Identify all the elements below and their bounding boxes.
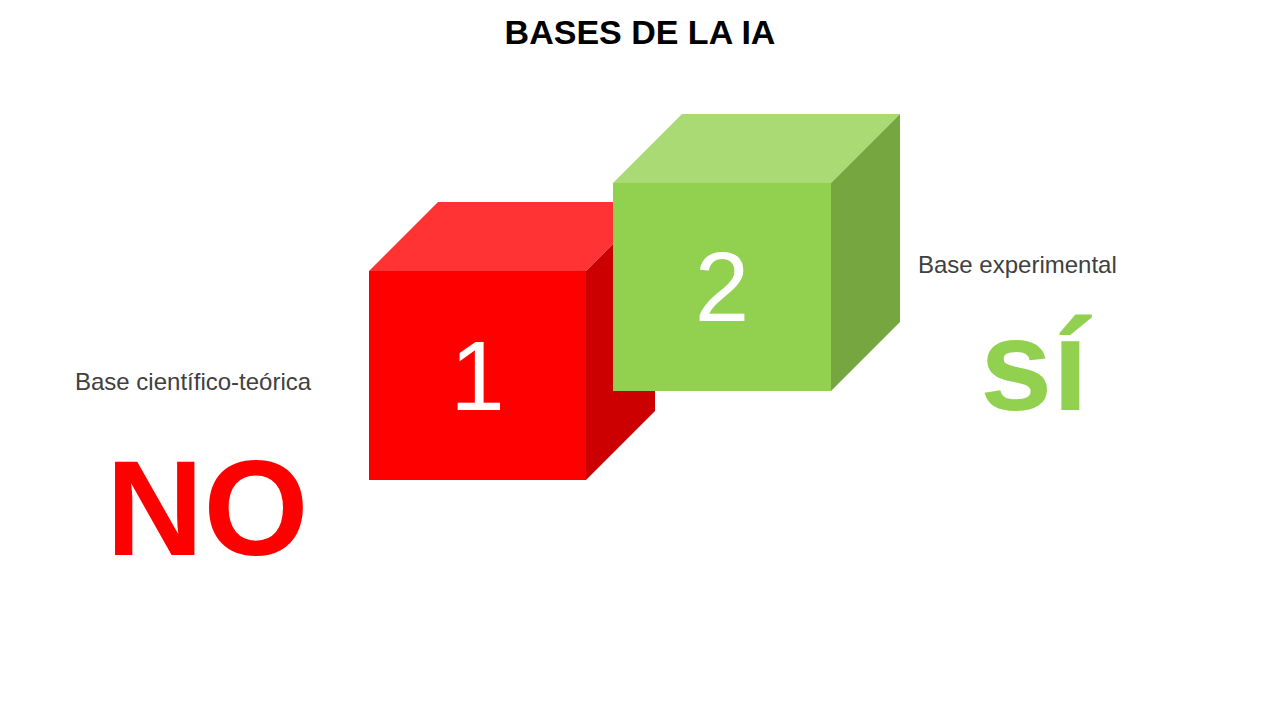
base-label: Base científico-teórica (75, 370, 311, 394)
label-wrap: sí (980, 300, 1088, 430)
cube-face: 2 (613, 183, 831, 391)
title-wrap: BASES DE LA IA (0, 14, 1280, 51)
base-label: Base experimental (918, 253, 1117, 277)
cube-box: 1 (369, 202, 655, 480)
answer-no: NO (106, 441, 309, 576)
cube-number: 1 (450, 327, 505, 425)
cube-front (613, 183, 831, 391)
label-wrap: NO (106, 441, 309, 576)
label-wrap: Base experimental (918, 253, 1117, 277)
label-wrap: Base científico-teórica (75, 370, 311, 394)
slide-title: BASES DE LA IA (505, 14, 776, 51)
cube-shape (369, 202, 655, 480)
answer-yes: sí (980, 300, 1088, 430)
cube-face: 1 (369, 271, 586, 480)
cube-box: 2 (613, 114, 900, 391)
cube-front (369, 271, 586, 480)
cube-number: 2 (695, 238, 750, 336)
cube-side (831, 114, 900, 391)
cube-shape (613, 114, 900, 391)
